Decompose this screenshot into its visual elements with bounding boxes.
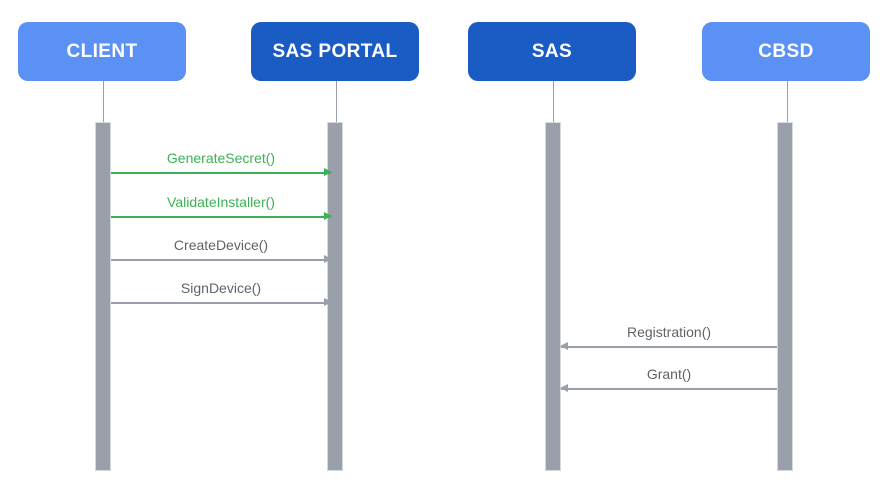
message-label-registration: Registration()	[626, 323, 712, 340]
activation-bar-sas-portal	[327, 122, 343, 471]
arrow-head-icon-validate-installer	[324, 212, 332, 220]
participant-box-sas-portal[interactable]: SAS PORTAL	[251, 22, 419, 81]
arrow-head-icon-sign-device	[324, 298, 332, 306]
message-label-sign-device: SignDevice()	[180, 279, 262, 296]
activation-bar-cbsd	[777, 122, 793, 471]
message-line-registration	[561, 346, 777, 348]
message-line-create-device	[111, 259, 331, 261]
arrow-head-icon-create-device	[324, 255, 332, 263]
activation-bar-sas	[545, 122, 561, 471]
arrow-head-icon-generate-secret	[324, 168, 332, 176]
activation-bar-client	[95, 122, 111, 471]
message-line-sign-device	[111, 302, 331, 304]
participant-label-cbsd: CBSD	[758, 40, 814, 62]
lifeline-client	[103, 81, 104, 122]
lifeline-sas	[553, 81, 554, 122]
participant-box-cbsd[interactable]: CBSD	[702, 22, 870, 81]
participant-label-sas: SAS	[531, 40, 573, 62]
message-label-create-device: CreateDevice()	[173, 236, 269, 253]
participant-label-sas-portal: SAS PORTAL	[272, 40, 398, 62]
message-label-validate-installer: ValidateInstaller()	[167, 193, 275, 210]
arrow-head-icon-registration	[560, 342, 568, 350]
lifeline-sas-portal	[336, 81, 337, 122]
message-label-generate-secret: GenerateSecret()	[166, 149, 276, 166]
participant-box-sas[interactable]: SAS	[468, 22, 636, 81]
message-line-validate-installer	[111, 216, 331, 218]
participant-box-client[interactable]: CLIENT	[18, 22, 186, 81]
message-label-grant: Grant()	[646, 365, 692, 382]
lifeline-cbsd	[787, 81, 788, 122]
participant-label-client: CLIENT	[66, 40, 138, 62]
message-line-grant	[561, 388, 777, 390]
arrow-head-icon-grant	[560, 384, 568, 392]
message-line-generate-secret	[111, 172, 331, 174]
